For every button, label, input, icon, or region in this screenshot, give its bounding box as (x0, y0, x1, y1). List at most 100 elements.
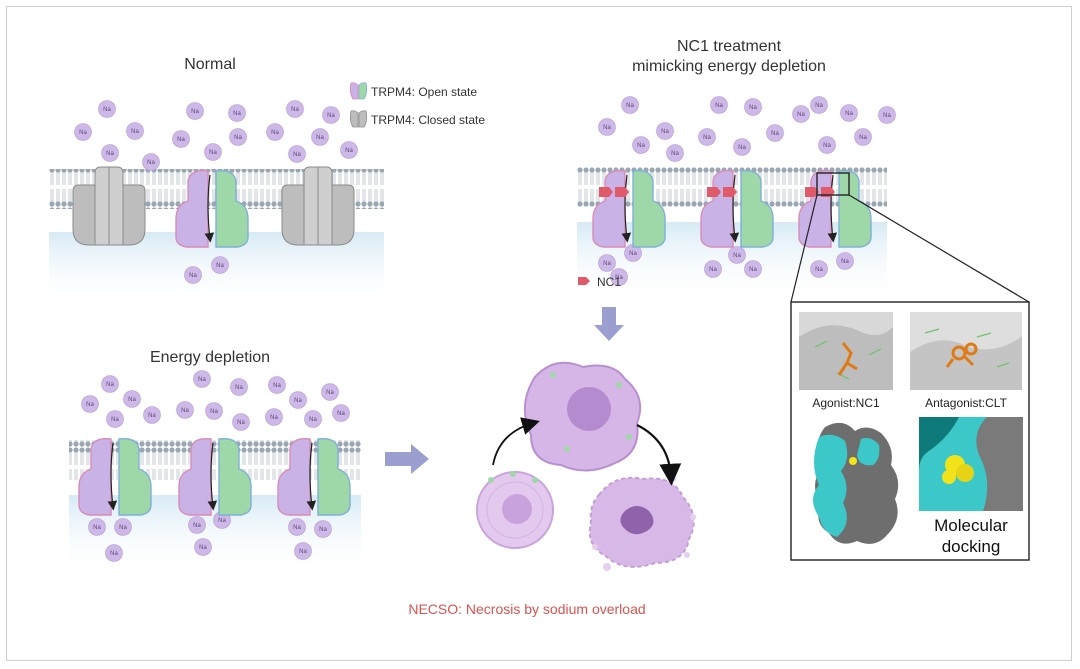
energy-depletion-title: Energy depletion (150, 349, 270, 366)
sodium-ion: Na (229, 128, 247, 146)
zoom-line-left (790, 194, 818, 303)
sodium-ion: Na (322, 106, 340, 124)
sodium-ion: Na (332, 404, 350, 422)
panel-nc1: NC1 treatment mimicking energy depletion… (577, 38, 1030, 303)
sodium-ion-label: Na (771, 131, 779, 137)
trpm4-closed-channel (72, 166, 146, 246)
sodium-ion-label: Na (293, 525, 301, 531)
ion-flow-arrow (827, 174, 838, 243)
nc1-legend-label: NC1 (597, 275, 621, 289)
sodium-ion: Na (314, 520, 332, 538)
sodium-ion: Na (184, 266, 202, 284)
sodium-ion: Na (88, 518, 106, 536)
sodium-ion: Na (288, 145, 306, 163)
sodium-ion-label: Na (293, 152, 301, 158)
sodium-ion: Na (792, 105, 810, 123)
nc1-legend: NC1 (578, 275, 621, 289)
sodium-ion-label: Na (661, 129, 669, 135)
sodium-ion: Na (289, 391, 307, 409)
sodium-ion: Na (98, 100, 116, 118)
energy-membrane (69, 440, 361, 480)
sodium-ion: Na (340, 141, 358, 159)
sodium-ion: Na (294, 542, 312, 560)
sodium-ion: Na (744, 98, 762, 116)
sodium-ion-label: Na (319, 527, 327, 533)
swollen-cell (524, 361, 641, 472)
sodium-ion-label: Na (198, 377, 206, 383)
center-flow (385, 307, 696, 571)
sodium-ion-label: Na (237, 420, 245, 426)
sodium-ion: Na (101, 144, 119, 162)
zoom-line-right (848, 194, 1030, 303)
sodium-ion-label: Na (823, 143, 831, 149)
sodium-ion-label: Na (326, 390, 334, 396)
sodium-ion-label: Na (119, 525, 127, 531)
ion-flow-arrow (204, 174, 215, 243)
sodium-ion: Na (698, 128, 716, 146)
sodium-ion-label: Na (273, 383, 281, 389)
sodium-ion: Na (610, 268, 628, 286)
ion-flow-arrow (621, 174, 632, 243)
sodium-ion: Na (204, 143, 222, 161)
sodium-ion-label: Na (181, 408, 189, 414)
sodium-ion-label: Na (210, 409, 218, 415)
nc1-molecule-icon (578, 277, 590, 285)
sodium-ion: Na (186, 102, 204, 120)
sodium-ion-label: Na (199, 545, 207, 551)
sodium-ion-label: Na (626, 103, 634, 109)
sodium-ion: Na (311, 128, 329, 146)
sodium-ion: Na (142, 153, 160, 171)
sodium-ion-label: Na (189, 273, 197, 279)
legend: TRPM4: Open state TRPM4: Closed state (349, 82, 485, 128)
sodium-ion-label: Na (309, 417, 317, 423)
antagonist-structure-image (910, 312, 1022, 390)
sodium-ion: Na (265, 408, 283, 426)
agonist-structure-image (799, 312, 893, 390)
nc1-title-line1: NC1 treatment (677, 38, 782, 55)
sodium-ion: Na (194, 538, 212, 556)
sodium-ion-label: Na (270, 415, 278, 421)
sodium-ion: Na (286, 100, 304, 118)
sodium-ion: Na (598, 254, 616, 272)
trpm4-open-channel (700, 170, 774, 248)
sodium-ion: Na (854, 128, 872, 146)
curve-arrow-up (492, 417, 540, 466)
sodium-ion: Na (188, 516, 206, 534)
sodium-ion: Na (74, 123, 92, 141)
sodium-ion-label: Na (637, 143, 645, 149)
sodium-ion-label: Na (316, 135, 324, 141)
sodium-ion-label: Na (671, 151, 679, 157)
sodium-ion-label: Na (294, 398, 302, 404)
legend-closed-icon (349, 110, 368, 128)
sodium-ion: Na (101, 375, 119, 393)
trpm4-open-channel (277, 438, 351, 516)
sodium-ion-label: Na (715, 103, 723, 109)
sodium-ion: Na (621, 96, 639, 114)
curve-arrow-down (636, 424, 682, 486)
sodium-ion: Na (172, 130, 190, 148)
sodium-ion-label: Na (337, 411, 345, 417)
trpm4-closed-channel (281, 166, 355, 246)
sodium-ion: Na (818, 136, 836, 154)
sodium-ion: Na (105, 544, 123, 562)
sodium-ion-label: Na (233, 111, 241, 117)
sodium-ion: Na (598, 118, 616, 136)
sodium-ion-label: Na (79, 130, 87, 136)
zoom-box (816, 172, 850, 196)
energy-channels (78, 438, 351, 516)
sodium-ion-label: Na (131, 129, 139, 135)
sodium-ion-label: Na (234, 135, 242, 141)
sodium-ion-label: Na (733, 253, 741, 259)
docking-title-line2: docking (942, 537, 1001, 556)
docking-title-line1: Molecular (934, 516, 1008, 535)
down-arrow (594, 307, 624, 341)
sodium-ion-label: Na (709, 267, 717, 273)
sodium-ion: Na (733, 138, 751, 156)
sodium-ion: Na (143, 406, 161, 424)
sodium-ion-label: Na (106, 151, 114, 157)
sodium-ion-label: Na (845, 111, 853, 117)
